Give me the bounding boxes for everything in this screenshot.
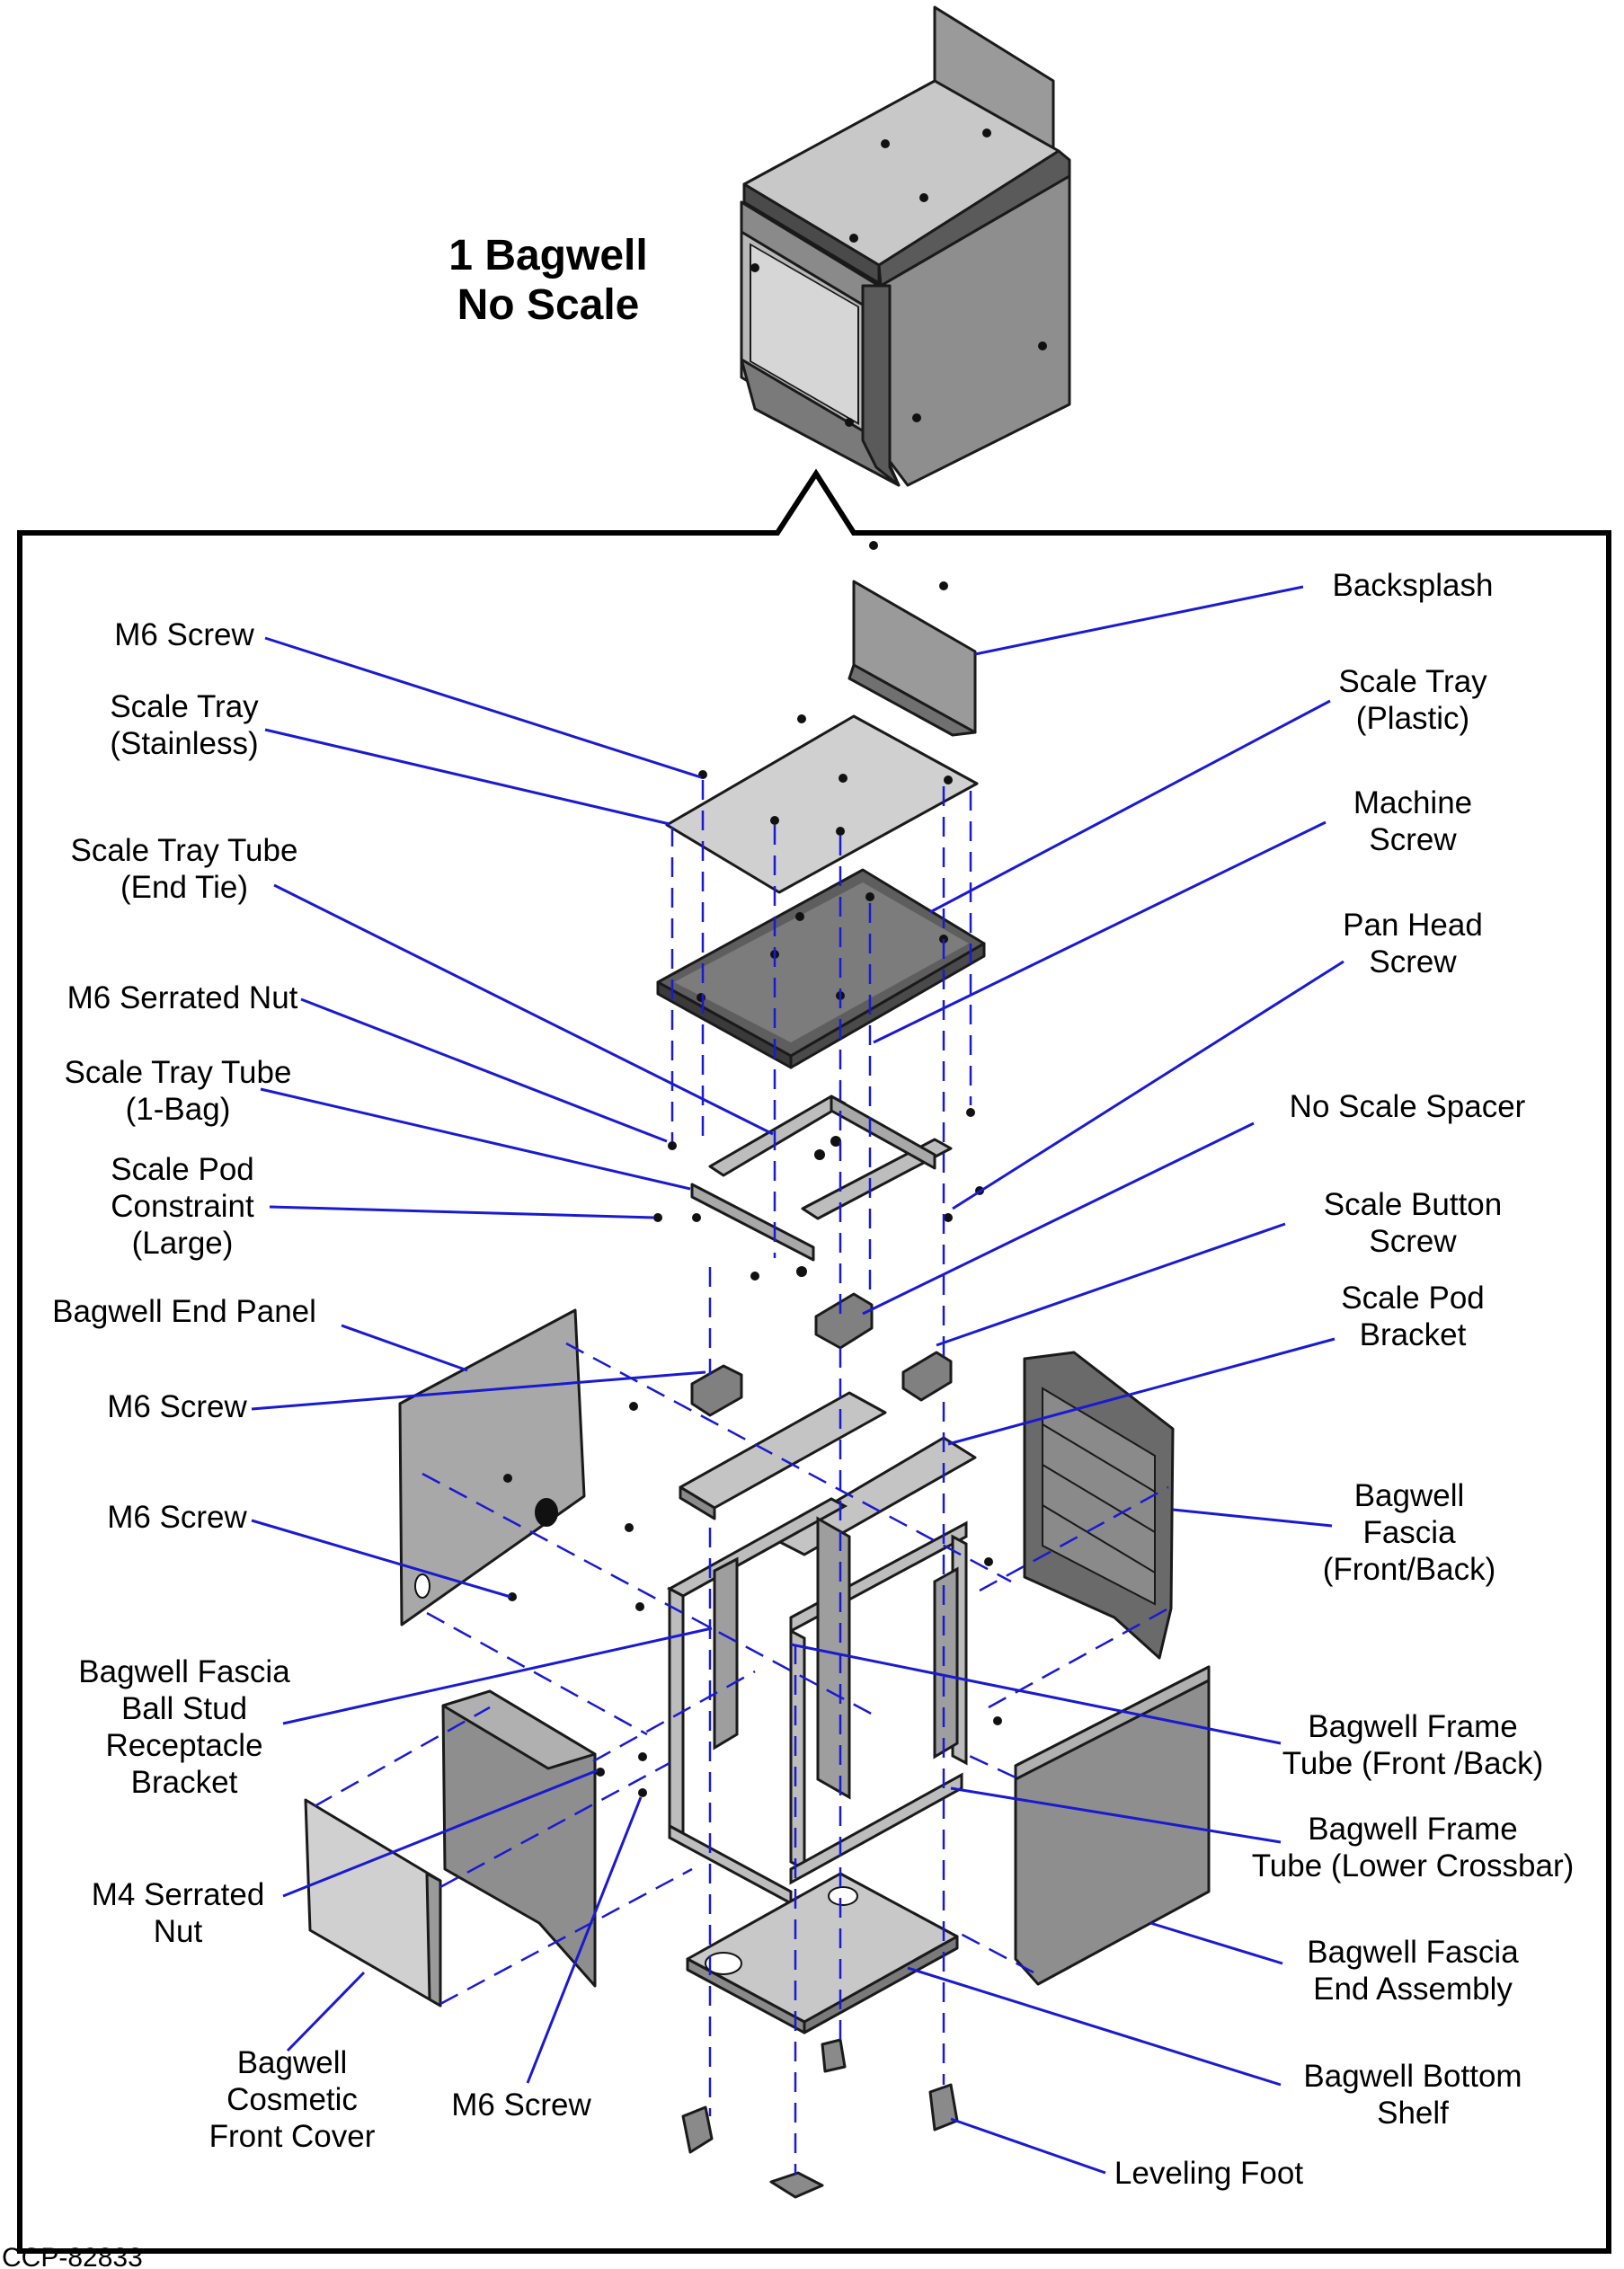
label-m6-screw-mid: M6 Screw	[107, 1389, 247, 1424]
label-ball-stud-3: Receptacle	[105, 1728, 262, 1763]
label-scale-button-screw-2: Screw	[1369, 1224, 1457, 1259]
footer-code: CCP-82833	[2, 2243, 143, 2269]
label-m6-screw-lower: M6 Screw	[107, 1500, 247, 1535]
label-scale-tray-tube-end-1: Scale Tray Tube	[71, 833, 298, 868]
label-pan-head-screw-2: Screw	[1369, 944, 1457, 979]
bagwell-end-panel-part	[398, 1308, 586, 1626]
label-ball-stud-4: Bracket	[131, 1765, 238, 1800]
scale-tray-stainless-part	[665, 714, 979, 894]
label-scale-pod-constraint-1: Scale Pod	[111, 1152, 254, 1187]
no-scale-spacer-part	[814, 1292, 874, 1350]
scale-tray-tube-1bag	[690, 1183, 815, 1262]
label-scale-tray-tube-1bag-2: (1-Bag)	[126, 1092, 231, 1127]
label-m4-serrated-nut-2: Nut	[154, 1914, 203, 1949]
label-bagwell-fascia-1: Bagwell	[1354, 1478, 1465, 1513]
label-bagwell-fascia-2: Fascia	[1362, 1515, 1456, 1550]
labels-right: Backsplash Scale Tray (Plastic) Machine …	[1114, 568, 1574, 2191]
label-m4-serrated-nut-1: M4 Serrated	[92, 1877, 265, 1912]
label-scale-tray-plastic-1: Scale Tray	[1338, 664, 1487, 699]
scale-tray-tube-end-tie	[708, 1095, 847, 1177]
labels-left: M6 Screw Scale Tray (Stainless) Scale Tr…	[52, 617, 591, 2154]
label-bottom-shelf-2: Shelf	[1377, 2096, 1449, 2131]
label-frame-tube-fb-2: Tube (Front /Back)	[1282, 1746, 1543, 1781]
bagwell-bottom-shelf-part	[686, 1872, 959, 2024]
label-ball-stud-2: Ball Stud	[121, 1691, 247, 1726]
label-scale-tray-plastic-2: (Plastic)	[1356, 701, 1469, 736]
label-cosmetic-cover-1: Bagwell	[237, 2045, 348, 2080]
label-scale-button-screw-1: Scale Button	[1324, 1187, 1502, 1222]
exploded-parts	[304, 580, 1211, 2199]
label-frame-tube-fb-1: Bagwell Frame	[1308, 1709, 1517, 1744]
assembly-dashed-lines	[314, 780, 1169, 2175]
leader-lines	[251, 585, 1344, 2175]
scale-pod-bracket-part	[901, 1351, 953, 1402]
label-m6-serrated-nut: M6 Serrated Nut	[67, 980, 298, 1015]
label-bagwell-fascia-3: (Front/Back)	[1323, 1552, 1496, 1587]
fasteners	[503, 541, 1002, 1797]
bagwell-fascia-part	[1023, 1351, 1175, 1660]
assembled-unit-illustration	[740, 5, 1071, 487]
callout-frame	[17, 468, 1611, 2254]
label-frame-tube-lower-1: Bagwell Frame	[1308, 1812, 1517, 1847]
label-fascia-end-assembly-2: End Assembly	[1313, 1972, 1513, 2007]
bagwell-frame	[666, 1497, 968, 1906]
label-bagwell-end-panel: Bagwell End Panel	[52, 1294, 316, 1329]
label-scale-pod-constraint-2: Constraint	[111, 1189, 254, 1224]
label-scale-pod-constraint-3: (Large)	[132, 1226, 234, 1261]
label-bottom-shelf-1: Bagwell Bottom	[1303, 2059, 1522, 2094]
title-line-1: 1 Bagwell	[448, 232, 647, 279]
label-scale-tray-stainless-1: Scale Tray	[110, 689, 259, 724]
label-leveling-foot: Leveling Foot	[1114, 2156, 1303, 2191]
leveling-foot-part	[681, 2105, 714, 2154]
label-fascia-end-assembly-1: Bagwell Fascia	[1307, 1935, 1519, 1970]
label-ball-stud-1: Bagwell Fascia	[78, 1654, 290, 1689]
label-frame-tube-lower-2: Tube (Lower Crossbar)	[1252, 1848, 1575, 1883]
label-scale-pod-bracket-2: Bracket	[1360, 1317, 1467, 1352]
label-pan-head-screw-1: Pan Head	[1343, 908, 1483, 943]
bagwell-cosmetic-front-cover-part	[304, 1798, 442, 2008]
label-machine-screw-1: Machine	[1353, 785, 1472, 820]
label-scale-pod-bracket-1: Scale Pod	[1341, 1281, 1485, 1316]
label-scale-tray-tube-1bag-1: Scale Tray Tube	[65, 1055, 292, 1090]
title-line-2: No Scale	[457, 281, 640, 329]
label-cosmetic-cover-2: Cosmetic	[226, 2082, 358, 2117]
label-scale-tray-stainless-2: (Stainless)	[110, 726, 258, 761]
label-cosmetic-cover-3: Front Cover	[209, 2119, 376, 2154]
label-no-scale-spacer: No Scale Spacer	[1290, 1089, 1526, 1124]
label-m6-screw-bottom: M6 Screw	[451, 2087, 591, 2123]
label-machine-screw-2: Screw	[1369, 822, 1457, 857]
label-scale-tray-tube-end-2: (End Tie)	[120, 870, 248, 905]
label-m6-screw-top: M6 Screw	[114, 617, 254, 652]
label-backsplash: Backsplash	[1333, 568, 1494, 603]
